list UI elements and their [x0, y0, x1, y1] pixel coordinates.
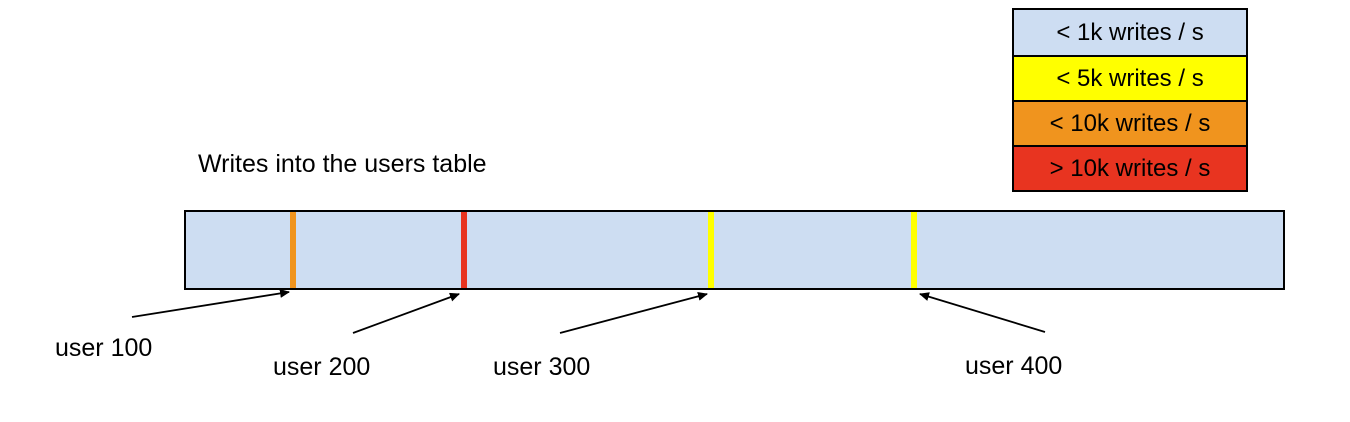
legend-row: > 10k writes / s — [1012, 145, 1248, 192]
legend: < 1k writes / s < 5k writes / s < 10k wr… — [1012, 8, 1248, 192]
annotation-arrow — [919, 292, 1046, 333]
user-label: user 100 — [55, 334, 153, 362]
annotation-arrow — [352, 292, 460, 334]
legend-label: < 1k writes / s — [1056, 18, 1204, 46]
write-hotspot-marker — [708, 212, 714, 288]
write-hotspot-marker — [911, 212, 917, 288]
write-hotspot-marker — [290, 212, 296, 288]
users-table-bar — [184, 210, 1285, 290]
user-label: user 400 — [965, 352, 1063, 380]
user-label: user 200 — [273, 353, 371, 381]
legend-label: < 5k writes / s — [1056, 64, 1204, 92]
legend-label: > 10k writes / s — [1049, 154, 1211, 182]
legend-row: < 10k writes / s — [1012, 100, 1248, 147]
diagram-title: Writes into the users table — [198, 150, 487, 178]
legend-row: < 5k writes / s — [1012, 55, 1248, 102]
user-label: user 300 — [493, 353, 591, 381]
annotation-arrow — [131, 288, 290, 318]
legend-row: < 1k writes / s — [1012, 8, 1248, 57]
annotation-arrow — [559, 291, 708, 334]
write-hotspot-marker — [461, 212, 467, 288]
legend-label: < 10k writes / s — [1049, 109, 1211, 137]
